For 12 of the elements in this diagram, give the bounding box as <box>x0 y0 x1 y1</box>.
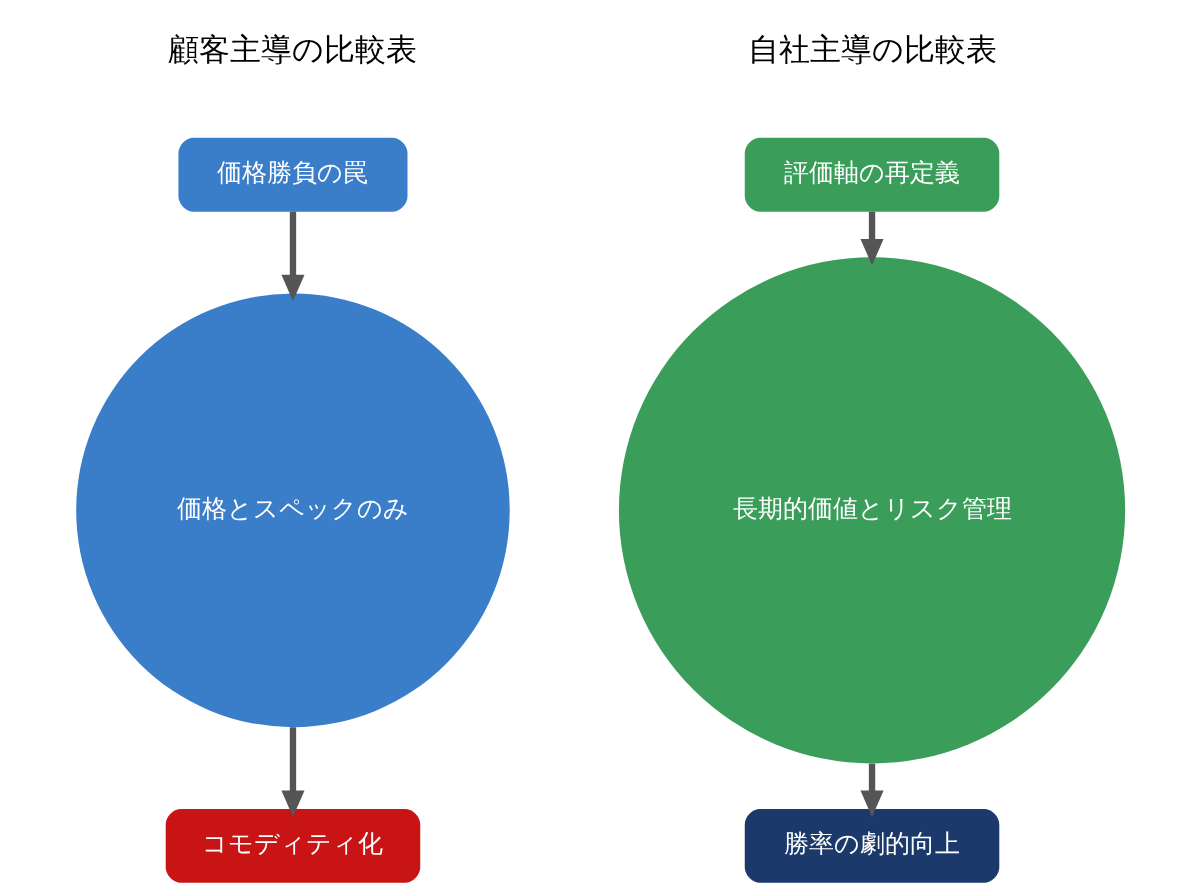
node-box: 勝率の劇的向上 <box>744 809 999 883</box>
label: 顧客主導の比較表 <box>167 32 417 68</box>
arrow <box>280 727 304 817</box>
node-box: 評価軸の再定義 <box>744 137 999 212</box>
arrow <box>280 211 304 302</box>
node-box: 価格勝負の罠 <box>177 137 407 212</box>
arrow <box>860 211 884 266</box>
node-box: コモディティ化 <box>165 809 420 883</box>
node-circle: 長期的価値とリスク管理 <box>618 257 1125 764</box>
node-circle: 価格とスペックのみ <box>75 293 510 728</box>
label: 自社主導の比較表 <box>747 32 997 68</box>
arrow <box>860 763 884 817</box>
